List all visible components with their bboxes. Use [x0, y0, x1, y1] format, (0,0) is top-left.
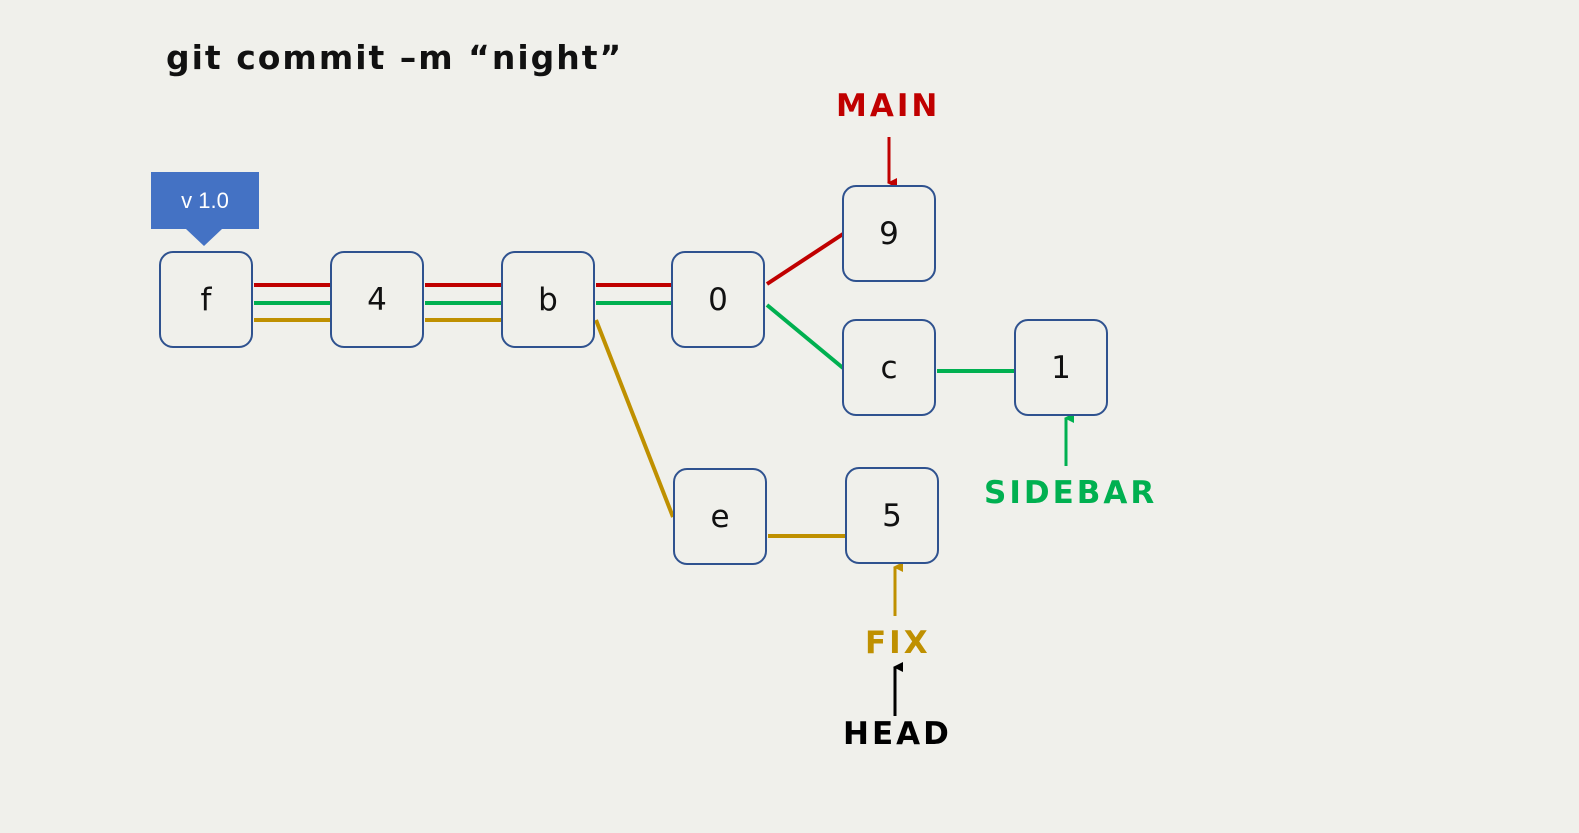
main-edge-0-9 [765, 232, 845, 286]
commit-node-9: 9 [842, 185, 936, 282]
branch-label-main: MAIN [836, 88, 941, 124]
commit-node-e: e [673, 468, 767, 565]
commit-node-4: 4 [330, 251, 424, 348]
branch-label-sidebar: SIDEBAR [984, 475, 1158, 511]
commit-node-c: c [842, 319, 936, 416]
commit-node-5: 5 [845, 467, 939, 564]
commit-node-f: f [159, 251, 253, 348]
commit-node-b: b [501, 251, 595, 348]
tag-label: v 1.0 [151, 172, 259, 229]
commit-node-1: 1 [1014, 319, 1108, 416]
tag-pointer [186, 229, 222, 246]
fix-edge-b-e [594, 319, 675, 518]
commit-node-0: 0 [671, 251, 765, 348]
command-title: git commit –m “night” [166, 38, 624, 77]
branch-label-fix: FIX [865, 625, 931, 661]
head-label: HEAD [843, 716, 952, 752]
sidebar-edge-0-c [765, 303, 845, 370]
